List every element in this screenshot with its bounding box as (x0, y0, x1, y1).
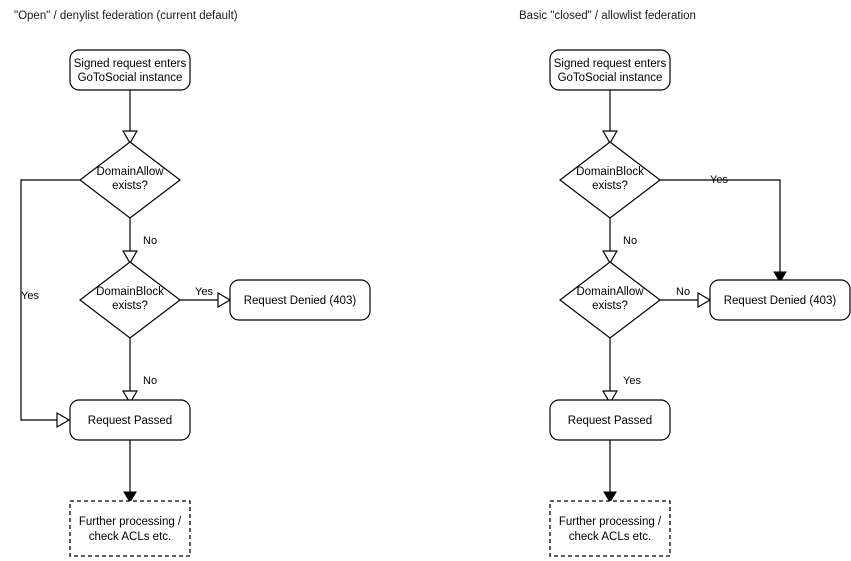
node-request-passed-left[interactable]: Request Passed (69, 399, 191, 441)
node-further-processing-left-shape[interactable] (69, 500, 191, 557)
diagram-open-denylist: "Open" / denylist federation (current de… (14, 10, 371, 557)
edge-domainblock-yes-right-line (660, 179, 781, 274)
node-decision-domainblock-left-label-line1: DomainBlock (96, 286, 164, 298)
edge-domainblock-no-right-arrowhead (601, 250, 619, 265)
edge-domainallow-yes-left-line (20, 179, 80, 421)
edge-domainblock-no-left-arrowhead (121, 390, 139, 405)
node-request-passed-right-label: Request Passed (568, 415, 652, 427)
node-decision-domainallow-left-label-line1: DomainAllow (96, 166, 164, 178)
edge-passed-to-further-right (603, 440, 617, 503)
edge-domainblock-no-left: No (121, 338, 157, 405)
edge-label-domainallow-yes-left: Yes (21, 290, 39, 302)
edge-domainallow-yes-right: Yes (601, 338, 641, 405)
node-decision-domainblock-right-label-line1: DomainBlock (576, 166, 644, 178)
node-further-processing-right-label-line1: Further processing / (559, 516, 662, 528)
edge-start-to-domainallow-left (121, 90, 139, 145)
node-start-right[interactable]: Signed request enters GoToSocial instanc… (549, 49, 671, 91)
node-decision-domainallow-right-label-line2: exists? (592, 300, 628, 312)
node-decision-domainallow-left[interactable]: DomainAllow exists? (79, 141, 181, 219)
edge-domainallow-no-right: No (660, 286, 712, 309)
node-further-processing-right[interactable]: Further processing / check ACLs etc. (549, 500, 671, 557)
edge-start-to-domainblock-right (601, 90, 619, 145)
node-request-passed-right[interactable]: Request Passed (549, 399, 671, 441)
edge-label-domainblock-no-left: No (143, 375, 157, 387)
node-request-passed-left-label: Request Passed (88, 415, 172, 427)
node-request-denied-left-label: Request Denied (403) (244, 295, 357, 307)
node-request-denied-right-shape[interactable] (709, 279, 851, 321)
edge-domainallow-no-left-arrowhead (121, 250, 139, 265)
edge-domainblock-yes-right-arrowhead (773, 271, 787, 283)
node-start-left[interactable]: Signed request enters GoToSocial instanc… (69, 49, 191, 91)
edge-passed-to-further-left (123, 440, 137, 503)
edge-domainallow-yes-right-arrowhead (601, 390, 619, 405)
node-request-denied-right-label: Request Denied (403) (724, 295, 837, 307)
diagram-closed-allowlist: Basic "closed" / allowlist federation Si… (519, 10, 851, 557)
node-start-left-shape[interactable] (69, 49, 191, 91)
edge-domainallow-no-left: No (121, 218, 157, 265)
node-request-denied-left[interactable]: Request Denied (403) (229, 279, 371, 321)
node-start-right-label-line1: Signed request enters (554, 58, 667, 70)
edge-domainblock-yes-right: Yes (660, 174, 787, 283)
edge-label-domainallow-yes-right: Yes (623, 375, 641, 387)
node-decision-domainallow-right-label-line1: DomainAllow (576, 286, 644, 298)
node-decision-domainallow-right[interactable]: DomainAllow exists? (559, 261, 661, 339)
edge-passed-to-further-left-arrowhead (123, 491, 137, 503)
node-decision-domainblock-left[interactable]: DomainBlock exists? (79, 261, 181, 339)
node-start-left-label-line2: GoToSocial instance (78, 72, 183, 84)
edge-start-to-domainallow-left-arrowhead (121, 130, 139, 145)
edge-domainblock-no-right: No (601, 218, 637, 265)
node-further-processing-left[interactable]: Further processing / check ACLs etc. (69, 500, 191, 557)
edge-label-domainallow-no-left: No (143, 235, 157, 247)
node-decision-domainblock-right-label-line2: exists? (592, 180, 628, 192)
edge-passed-to-further-right-arrowhead (603, 491, 617, 503)
edge-domainallow-yes-left-arrowhead (56, 411, 71, 429)
edge-label-domainblock-no-right: No (623, 235, 637, 247)
node-start-right-label-line2: GoToSocial instance (558, 72, 663, 84)
node-start-right-shape[interactable] (549, 49, 671, 91)
edge-domainblock-yes-left: Yes (180, 286, 232, 309)
node-start-left-label-line1: Signed request enters (74, 58, 187, 70)
edge-start-to-domainblock-right-arrowhead (601, 130, 619, 145)
diagram-title-right: Basic "closed" / allowlist federation (519, 10, 696, 22)
node-further-processing-left-label-line2: check ACLs etc. (89, 531, 171, 543)
node-further-processing-right-shape[interactable] (549, 500, 671, 557)
edge-label-domainallow-no-right: No (676, 286, 690, 298)
node-decision-domainblock-left-label-line2: exists? (112, 300, 148, 312)
node-further-processing-left-label-line1: Further processing / (79, 516, 182, 528)
edge-domainallow-no-right-arrowhead (697, 291, 712, 309)
node-request-denied-right[interactable]: Request Denied (403) (709, 279, 851, 321)
node-decision-domainallow-left-label-line2: exists? (112, 180, 148, 192)
edge-domainallow-yes-left: Yes (20, 179, 80, 429)
edge-label-domainblock-yes-right: Yes (710, 174, 728, 186)
node-request-denied-left-shape[interactable] (229, 279, 371, 321)
edge-label-domainblock-yes-left: Yes (195, 286, 213, 298)
node-further-processing-right-label-line2: check ACLs etc. (569, 531, 651, 543)
diagram-title-left: "Open" / denylist federation (current de… (14, 10, 238, 22)
edge-domainblock-yes-left-arrowhead (217, 291, 232, 309)
node-decision-domainblock-right[interactable]: DomainBlock exists? (559, 141, 661, 219)
